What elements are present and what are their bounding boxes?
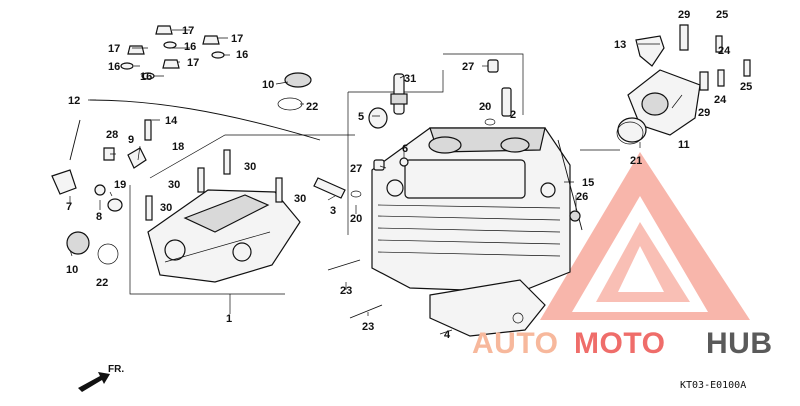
- leader-lines: [69, 29, 683, 335]
- callout-21: 21: [630, 155, 642, 167]
- callout-30-a: 30: [244, 161, 256, 173]
- front-label: FR.: [108, 364, 124, 375]
- callout-16-c: 16: [236, 49, 248, 61]
- callout-14: 14: [165, 115, 178, 127]
- callout-11: 11: [678, 139, 690, 151]
- intake-manifold: [617, 69, 701, 143]
- callout-10-lower: 10: [66, 264, 78, 276]
- callout-29-lower: 29: [698, 107, 710, 119]
- callout-4: 4: [444, 329, 451, 341]
- cylinder-head: [371, 127, 571, 293]
- callout-10-upper: 10: [262, 79, 274, 91]
- head-gasket: [429, 279, 546, 337]
- callout-25-lower: 25: [740, 81, 752, 93]
- callout-6: 6: [402, 143, 408, 155]
- callout-17-c: 17: [231, 33, 243, 45]
- callout-3: 3: [330, 205, 336, 217]
- callout-23-lower: 23: [362, 321, 374, 333]
- callout-23-upper: 23: [340, 285, 352, 297]
- callout-5: 5: [358, 111, 364, 123]
- callout-22-upper: 22: [306, 101, 318, 113]
- callout-25-upper: 25: [716, 9, 728, 21]
- callout-26: 26: [576, 191, 588, 203]
- callout-20-lower: 20: [350, 213, 362, 225]
- callout-18: 18: [172, 141, 184, 153]
- callout-13: 13: [614, 39, 626, 51]
- callout-17-a: 17: [182, 25, 194, 37]
- assembly-outlines: [129, 53, 620, 295]
- watermark-text: AUTO MOTO HUB: [472, 327, 773, 360]
- watermark-logo: [540, 152, 750, 320]
- callout-1: 1: [226, 313, 232, 325]
- diagram-code: KT03-E0100A: [680, 380, 746, 391]
- callout-22-lower: 22: [96, 277, 108, 289]
- callout-9: 9: [128, 134, 134, 146]
- callout-27-upper: 27: [462, 61, 474, 73]
- callout-16-a: 16: [184, 41, 196, 53]
- callout-30-b: 30: [168, 179, 180, 191]
- callout-2: 2: [510, 109, 516, 121]
- rocker-cover: [147, 189, 301, 283]
- callout-24-upper: 24: [718, 45, 731, 57]
- callout-31: 31: [404, 73, 416, 85]
- callout-30-c: 30: [294, 193, 306, 205]
- callout-17-b: 17: [108, 43, 120, 55]
- watermark-part-2: MOTO: [574, 327, 665, 360]
- callout-28: 28: [106, 129, 118, 141]
- callout-12: 12: [68, 95, 80, 107]
- callout-15: 15: [582, 177, 594, 189]
- callout-30-d: 30: [160, 202, 172, 214]
- callout-24-lower: 24: [714, 94, 727, 106]
- callout-17-d: 17: [187, 57, 199, 69]
- callout-29-upper: 29: [678, 9, 690, 21]
- small-parts: [51, 24, 751, 319]
- callout-16-b: 16: [108, 61, 120, 73]
- watermark-part-1: AUTO: [472, 327, 558, 360]
- callout-8: 8: [96, 211, 102, 223]
- watermark-part-3: HUB: [706, 327, 773, 360]
- callout-19: 19: [114, 179, 126, 191]
- callout-20-upper: 20: [479, 101, 491, 113]
- callout-16-d: 16: [140, 71, 152, 83]
- callout-27-lower: 27: [350, 163, 362, 175]
- callout-7: 7: [66, 201, 72, 213]
- front-arrow-icon: FR.: [78, 364, 124, 392]
- callout-labels: 1 2 3 4 5 6 7 8 9 10 10 11 12 13 14 15 1…: [66, 9, 752, 341]
